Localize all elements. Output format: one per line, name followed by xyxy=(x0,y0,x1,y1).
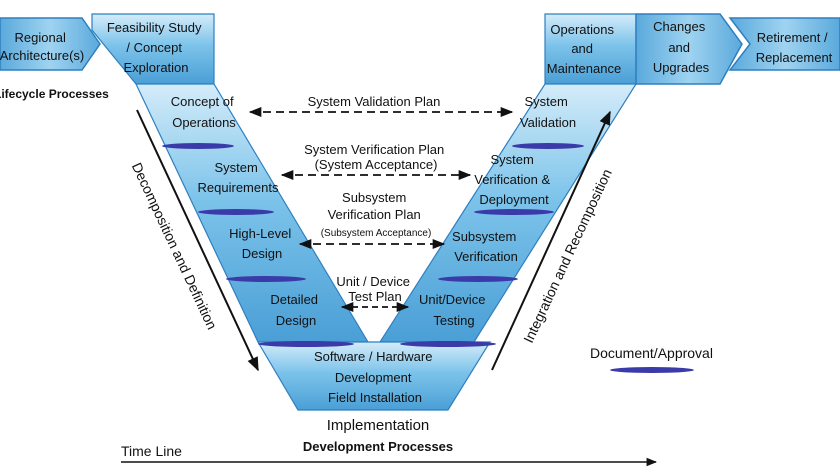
time-line-label: Time Line xyxy=(121,443,182,459)
implementation-label: Implementation xyxy=(327,417,430,434)
decomposition-arrow xyxy=(136,109,259,372)
changes-upgrades-label: Changes and Upgrades xyxy=(653,19,710,75)
document-approval-divider xyxy=(198,209,274,215)
legend-document-approval-marker xyxy=(610,367,694,373)
development-processes-label: Development Processes xyxy=(303,439,453,454)
regional-architecture-tab xyxy=(0,17,101,71)
step-high-level-design: High-Level Design xyxy=(229,226,295,261)
step-system-validation: System Validation xyxy=(520,94,576,130)
step-system-requirements: System Requirements xyxy=(198,160,279,195)
unit-device-test-plan-label: Unit / Device Test Plan xyxy=(336,274,413,304)
legend-document-approval-label: Document/Approval xyxy=(590,345,713,361)
system-verification-plan-label: System Verification Plan (System Accepta… xyxy=(304,142,448,172)
document-approval-markers xyxy=(162,143,584,347)
retirement-replacement-tab xyxy=(728,17,840,71)
step-software-hardware-development: Software / Hardware Development Field In… xyxy=(314,349,436,405)
step-concept-of-operations: Concept of Operations xyxy=(171,94,238,130)
operations-maintenance-label: Operations and Maintenance xyxy=(547,22,621,76)
step-subsystem-verification: Subsystem Verification xyxy=(452,229,520,264)
step-detailed-design: Detailed Design xyxy=(270,292,321,328)
system-validation-plan-label: System Validation Plan xyxy=(308,94,441,109)
document-approval-divider xyxy=(162,143,234,149)
step-system-verification-deployment: System Verification & Deployment xyxy=(474,152,554,207)
feasibility-study-label: Feasibility Study / Concept Exploration xyxy=(107,20,205,75)
document-approval-divider xyxy=(438,276,518,282)
changes-upgrades-tab xyxy=(635,13,743,85)
document-approval-divider xyxy=(512,143,584,149)
document-approval-divider xyxy=(400,341,496,347)
retirement-replacement-label: Retirement / Replacement xyxy=(756,30,833,65)
document-approval-divider xyxy=(226,276,306,282)
regional-architecture-label: Regional Architecture(s) xyxy=(0,30,84,63)
integration-arrow xyxy=(491,110,611,371)
lifecycle-processes-label: Lifecycle Processes xyxy=(0,87,109,101)
step-unit-device-testing: Unit/Device Testing xyxy=(419,292,489,328)
subsystem-verification-plan-label: Subsystem Verification Plan (Subsystem A… xyxy=(321,190,432,239)
document-approval-divider xyxy=(258,341,354,347)
document-approval-divider xyxy=(474,209,554,215)
